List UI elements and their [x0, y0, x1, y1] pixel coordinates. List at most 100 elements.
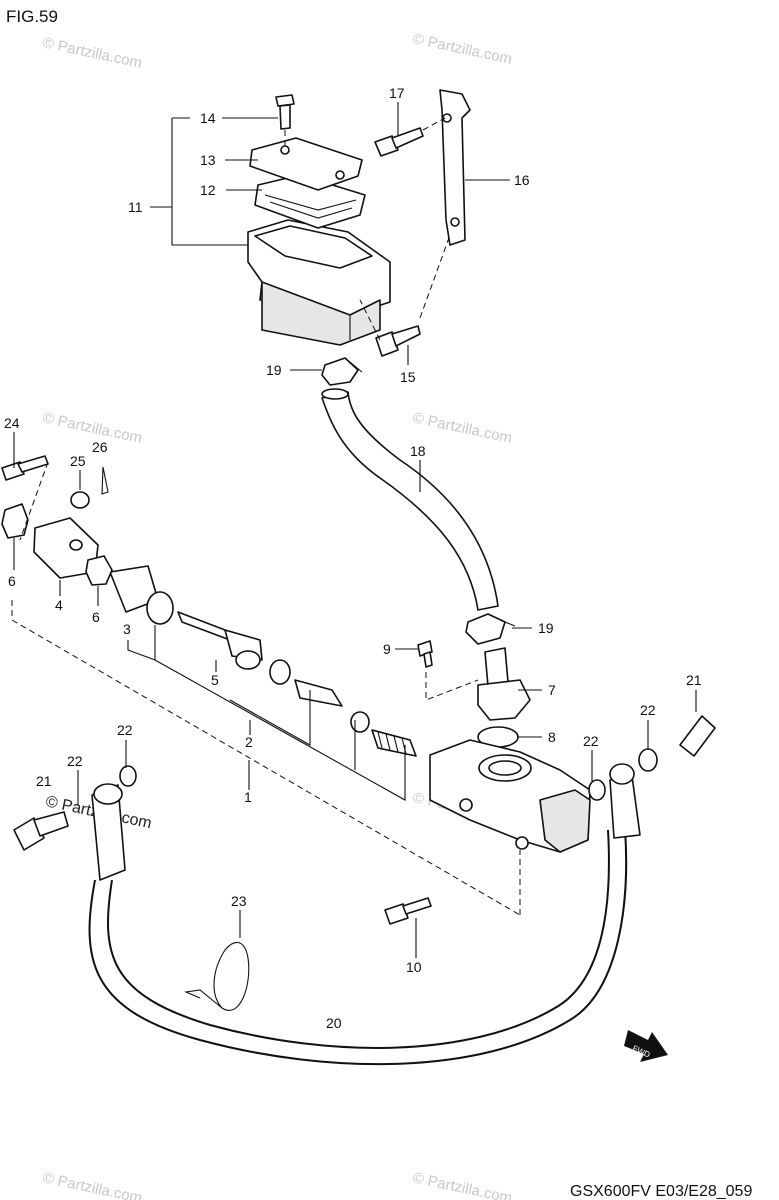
cap-screw-shank: [279, 104, 291, 130]
piston: [294, 679, 343, 707]
callout-19-upper: 19: [266, 362, 282, 378]
hose-inner: [106, 829, 610, 1049]
callout-24: 24: [4, 415, 20, 431]
cotter-pin-26: [101, 466, 109, 495]
callout-22-c: 22: [583, 733, 599, 749]
washer-22-c: [588, 779, 606, 801]
bolt-15-guide: [359, 234, 451, 341]
bolt-10-shank: [402, 897, 432, 915]
callout-9: 9: [383, 641, 391, 657]
callout-14: 14: [200, 110, 216, 126]
callout-2: 2: [245, 734, 253, 750]
bracket-3: [127, 625, 156, 661]
bracket-hole-top: [442, 113, 452, 123]
bracket-2: [229, 690, 356, 770]
callout-12: 12: [200, 182, 216, 198]
leader-lines: [13, 102, 697, 958]
callout-10: 10: [406, 959, 422, 975]
callout-4: 4: [55, 597, 63, 613]
bracket-11: [171, 117, 250, 246]
hose-clip-23: [183, 941, 250, 1011]
clutch-hose: [88, 763, 641, 1066]
callout-11: 11: [128, 199, 143, 215]
callout-21-left: 21: [36, 773, 52, 789]
reservoir-bracket: [439, 89, 471, 246]
bolt-17-shank: [391, 127, 424, 149]
watermark-2: © Partzilla.com: [411, 30, 513, 68]
watermark-7: © Partzilla.com: [411, 1169, 513, 1200]
callout-25: 25: [70, 453, 86, 469]
callout-18: 18: [410, 443, 426, 459]
master-cylinder: [1, 455, 716, 925]
callout-20: 20: [326, 1015, 342, 1031]
hose-connector: [417, 640, 531, 748]
hose-outer: [88, 829, 628, 1066]
cylinder-end: [539, 789, 591, 853]
bolt-24-shank: [17, 455, 49, 473]
connector-pipe: [484, 647, 509, 687]
callout-22-a: 22: [117, 722, 133, 738]
callout-23: 23: [231, 893, 247, 909]
washer-22-a: [119, 765, 137, 787]
callout-16: 16: [514, 172, 530, 188]
piston-seal: [269, 659, 291, 685]
mount-hole-2: [515, 836, 529, 850]
nut-6-right: [85, 555, 113, 586]
bolt-17-guide: [422, 117, 446, 131]
hose-top-end: [321, 388, 349, 400]
cap-hole-2: [335, 170, 345, 180]
bolt-17-head: [374, 135, 399, 157]
push-rod-washer: [235, 650, 261, 670]
reservoir-rim: [254, 225, 373, 269]
callout-labels: 14 13 12 11 17 16 15 19 18 19 7 8 9 10 2…: [4, 85, 702, 1031]
callout-13: 13: [200, 152, 216, 168]
callout-22-d: 22: [640, 702, 656, 718]
bracket-1: [154, 659, 406, 801]
callout-3: 3: [123, 621, 131, 637]
callout-6-left: 6: [8, 573, 16, 589]
fwd-arrow: FWD: [624, 1030, 668, 1062]
washer-22-d: [638, 748, 658, 772]
connector-base: [477, 679, 531, 721]
callout-1: 1: [244, 789, 252, 805]
clamp-tab-lower: [499, 619, 516, 627]
union-bolt-21-right: [679, 715, 716, 757]
push-rod-thread: [177, 611, 231, 641]
watermark-4: © Partzilla.com: [411, 409, 513, 447]
bolt-24-guide: [19, 461, 49, 541]
callout-15: 15: [400, 369, 416, 385]
washer-25: [70, 491, 90, 509]
cap-screw-head: [275, 94, 295, 107]
hose-clamp-lower: [465, 613, 506, 645]
assembly-line-1: [11, 600, 521, 916]
screw-9-shank: [423, 651, 433, 668]
watermark-6: © Partzilla.com: [41, 1169, 143, 1200]
callout-8: 8: [548, 729, 556, 745]
callout-26: 26: [92, 439, 108, 455]
circlip-ring: [146, 591, 174, 625]
nut-6-left: [1, 503, 29, 539]
watermark-1: © Partzilla.com: [41, 34, 143, 72]
spring-coils: [377, 731, 407, 755]
cap-hole-1: [280, 145, 290, 155]
drawing-code: GSX600FV E03/E28_059: [570, 1183, 752, 1200]
banjo-right: [609, 763, 635, 785]
clamp-tab-upper: [344, 357, 363, 373]
callout-21-right: 21: [686, 672, 702, 688]
reservoir-cap: [249, 137, 363, 191]
reservoir-hose: [321, 391, 499, 611]
cup-seal: [350, 711, 370, 733]
diaphragm-ribs: [264, 194, 357, 219]
callout-19-lower: 19: [538, 620, 554, 636]
figure-title: FIG.59: [6, 7, 58, 26]
cylinder-port-inner: [488, 760, 522, 776]
bolt-10-head: [384, 903, 409, 925]
screw-9-guide: [425, 672, 479, 701]
callout-17: 17: [389, 85, 405, 101]
hose-clamp-upper: [321, 357, 359, 386]
fwd-arrow-shape: [624, 1030, 668, 1062]
bracket-hole-bottom: [450, 217, 460, 227]
reservoir-assembly: [171, 89, 516, 645]
hose-fitting-right: [609, 775, 641, 839]
